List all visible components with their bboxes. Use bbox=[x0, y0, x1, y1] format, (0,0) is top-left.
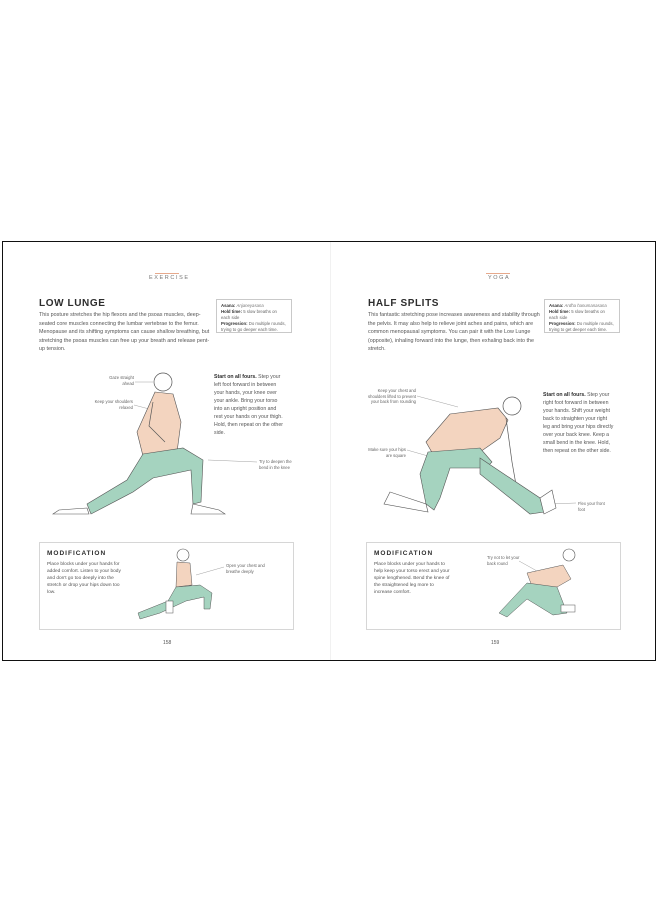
callout-chest: Keep your chest and shoulders lifted to … bbox=[368, 388, 416, 405]
hold-line: Hold time: 5 slow breaths on each side bbox=[549, 309, 605, 320]
instructions: Start on all fours. Step your right foot… bbox=[543, 392, 614, 454]
modification-box: MODIFICATION Place blocks under your han… bbox=[366, 542, 621, 630]
page-number: 159 bbox=[491, 640, 500, 646]
intro-text: This posture stretches the hip flexors a… bbox=[39, 312, 210, 353]
running-head: YOGA bbox=[488, 275, 511, 281]
running-head-rule bbox=[155, 273, 179, 274]
modification-title: MODIFICATION bbox=[374, 550, 434, 557]
modification-box: MODIFICATION Place blocks under your han… bbox=[39, 542, 294, 630]
progression-line: Progression: Do multiple rounds, trying … bbox=[549, 321, 614, 332]
low-lunge-modification-illustration bbox=[137, 548, 225, 620]
callout-foot: Flex your front foot bbox=[578, 501, 605, 512]
pose-info-box: Asana: Anjaneyasana Hold time: 5 slow br… bbox=[216, 299, 292, 333]
left-page: EXERCISE LOW LUNGE This posture stretche… bbox=[3, 242, 330, 660]
half-splits-modification-illustration bbox=[498, 548, 576, 618]
book-spread: EXERCISE LOW LUNGE This posture stretche… bbox=[2, 241, 656, 661]
callout-hips: Make sure your hips are square bbox=[368, 447, 406, 458]
modification-title: MODIFICATION bbox=[47, 550, 107, 557]
callout-knee: Try to deepen the bend in the knee bbox=[259, 459, 292, 470]
page-title: LOW LUNGE bbox=[39, 298, 106, 309]
asana-line: Asana: Anjaneyasana bbox=[221, 303, 264, 308]
half-splits-illustration bbox=[383, 395, 577, 515]
modification-callout: Try not to let your back round bbox=[487, 555, 520, 566]
page-number: 158 bbox=[163, 640, 172, 646]
modification-callout: Open your chest and breathe deeply bbox=[226, 563, 265, 574]
intro-text: This fantastic stretching pose increases… bbox=[368, 312, 540, 353]
callout-gaze: Gaze straight ahead bbox=[109, 375, 134, 386]
instructions: Start on all fours. Step your left foot … bbox=[214, 374, 283, 436]
gutter bbox=[330, 242, 331, 660]
right-page: YOGA HALF SPLITS This fantastic stretchi… bbox=[330, 242, 657, 660]
pose-info-box: Asana: Ardha hanumanasana Hold time: 5 s… bbox=[544, 299, 620, 333]
running-head-rule bbox=[486, 273, 510, 274]
page-title: HALF SPLITS bbox=[368, 298, 440, 309]
callout-shoulders: Keep your shoulders relaxed bbox=[94, 399, 133, 410]
progression-line: Progression: Do multiple rounds, trying … bbox=[221, 321, 286, 332]
modification-text: Place blocks under your hands to help ke… bbox=[374, 562, 450, 595]
running-head: EXERCISE bbox=[149, 275, 190, 281]
modification-text: Place blocks under your hands for added … bbox=[47, 562, 121, 595]
hold-line: Hold time: 5 slow breaths on each side bbox=[221, 309, 277, 320]
low-lunge-illustration bbox=[52, 372, 258, 515]
asana-line: Asana: Ardha hanumanasana bbox=[549, 303, 607, 308]
